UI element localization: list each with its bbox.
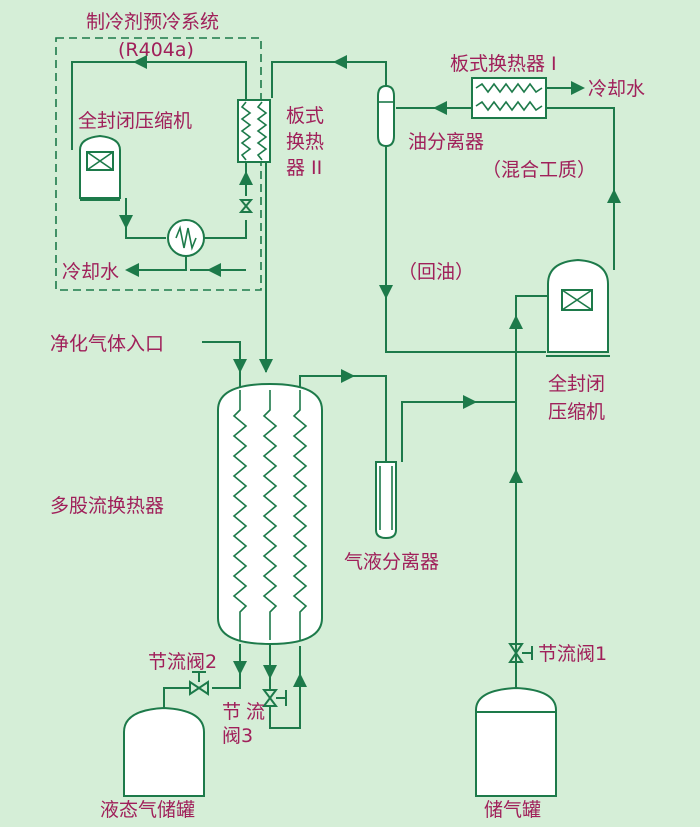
main-line-top (271, 61, 387, 98)
cooling-water-left-line (125, 256, 187, 277)
plate-heat-exchanger-1 (471, 77, 547, 119)
precool-expansion-valve (238, 199, 254, 213)
compressor-suction-line (515, 295, 548, 400)
separator-gas-out-line (401, 401, 516, 462)
multi-stream-heat-exchanger (217, 382, 323, 646)
oil-return-line (385, 146, 546, 353)
main-compressor (546, 258, 610, 357)
throttle-valve-3-label-1: 节 (222, 701, 241, 723)
throttle-valve-2-label: 节流阀2 (148, 651, 217, 673)
gas-inlet-label: 净化气体入口 (50, 333, 164, 355)
gas-inlet-line (202, 341, 241, 388)
liquid-gas-tank (123, 706, 205, 797)
throttle-valve-1-label: 节流阀1 (538, 643, 607, 665)
gas-liquid-separator-label: 气液分离器 (344, 551, 439, 573)
oil-return-label: （回油） (398, 261, 474, 283)
refrigerant-label: (R404a) (118, 39, 194, 61)
mixed-refrigerant-label: （混合工质） (482, 159, 596, 181)
precool-loop-bottom (125, 198, 166, 239)
line-compressor-to-hx1 (546, 107, 615, 270)
throttle-valve-2 (189, 671, 209, 696)
liquid-gas-tank-label: 液态气储罐 (100, 799, 195, 821)
oil-separator-label: 油分离器 (408, 131, 484, 153)
multi-stream-hx-label: 多股流换热器 (50, 495, 164, 517)
cooling-water-left-label: 冷却水 (62, 261, 119, 283)
plate-heat-exchanger-2 (237, 99, 271, 163)
precool-loop-right (204, 220, 247, 239)
precool-compressor-label: 全封闭压缩机 (78, 110, 192, 132)
throttle-valve-3 (262, 689, 287, 707)
plate-hx2-label-1: 板式 (286, 105, 324, 127)
plate-hx1-label: 板式换热器 I (450, 53, 557, 75)
precool-system-boundary (55, 37, 262, 291)
plate-hx2-label-2: 换热 (286, 131, 324, 153)
gas-tank-label: 储气罐 (484, 799, 541, 821)
throttle-valve-3-label-2: 流 (246, 701, 265, 723)
cooling-water-right-label: 冷却水 (588, 78, 645, 100)
main-compressor-label-2: 压缩机 (548, 401, 605, 423)
condenser (167, 219, 205, 257)
precool-compressor (79, 134, 121, 201)
main-compressor-label-1: 全封闭 (548, 373, 605, 395)
valve3-return-line (269, 646, 301, 729)
plate-hx2-label-3: 器 II (286, 157, 322, 179)
gas-liquid-separator (375, 461, 397, 540)
throttle-valve-1 (508, 643, 533, 663)
gas-tank (475, 686, 557, 797)
valve2-to-tank-line (163, 687, 190, 712)
throttle-valve-3-label-3: 阀3 (222, 725, 253, 747)
precool-system-label: 制冷剂预冷系统 (86, 11, 219, 33)
oil-separator (377, 84, 395, 148)
